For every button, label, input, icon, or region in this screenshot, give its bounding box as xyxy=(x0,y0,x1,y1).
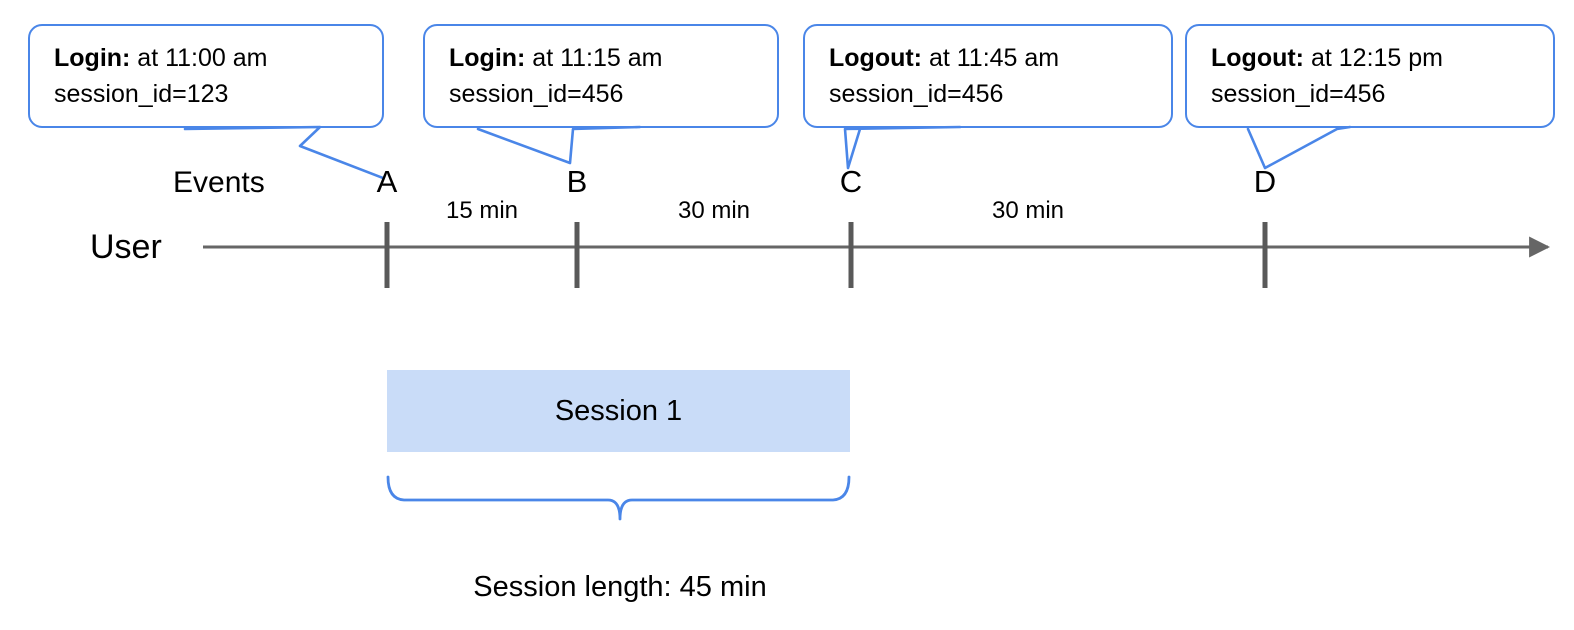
callout-c-session-id: session_id=456 xyxy=(829,80,1004,108)
callout-d: Logout: at 12:15 pm session_id=456 xyxy=(1185,24,1555,128)
row-label-events: Events xyxy=(173,166,265,199)
callout-a-event: Login: xyxy=(54,44,131,72)
callout-b-event: Login: xyxy=(449,44,526,72)
row-label-user: User xyxy=(90,228,162,266)
tick-label-c: C xyxy=(839,164,863,199)
session-bar-label: Session 1 xyxy=(554,394,683,427)
callout-c-tail xyxy=(843,125,962,170)
session-span-bracket xyxy=(386,475,851,521)
callout-d-time: at 12:15 pm xyxy=(1304,44,1443,72)
callout-d-tail xyxy=(1246,125,1352,170)
tick-label-b: B xyxy=(566,164,588,199)
callout-c-time: at 11:45 am xyxy=(922,44,1060,72)
callout-a-time: at 11:00 am xyxy=(130,44,268,72)
callout-c: Logout: at 11:45 am session_id=456 xyxy=(803,24,1173,128)
session-bar: Session 1 xyxy=(387,370,850,452)
callout-b-time: at 11:15 am xyxy=(525,44,663,72)
callout-c-event: Logout: xyxy=(829,44,923,72)
callout-b-tail xyxy=(476,125,642,165)
interval-label-a-b: 15 min xyxy=(445,197,519,224)
callout-a-session-id: session_id=123 xyxy=(54,80,229,108)
interval-label-c-d: 30 min xyxy=(991,197,1065,224)
session-length-label: Session length: 45 min xyxy=(473,571,767,603)
callout-b: Login: at 11:15 am session_id=456 xyxy=(423,24,779,128)
callout-a: Login: at 11:00 am session_id=123 xyxy=(28,24,384,128)
interval-label-b-c: 30 min xyxy=(677,197,751,224)
callout-b-session-id: session_id=456 xyxy=(449,80,624,108)
tick-label-a: A xyxy=(376,164,398,199)
callout-d-event: Logout: xyxy=(1211,44,1305,72)
tick-label-d: D xyxy=(1253,164,1277,199)
callout-d-session-id: session_id=456 xyxy=(1211,80,1386,108)
